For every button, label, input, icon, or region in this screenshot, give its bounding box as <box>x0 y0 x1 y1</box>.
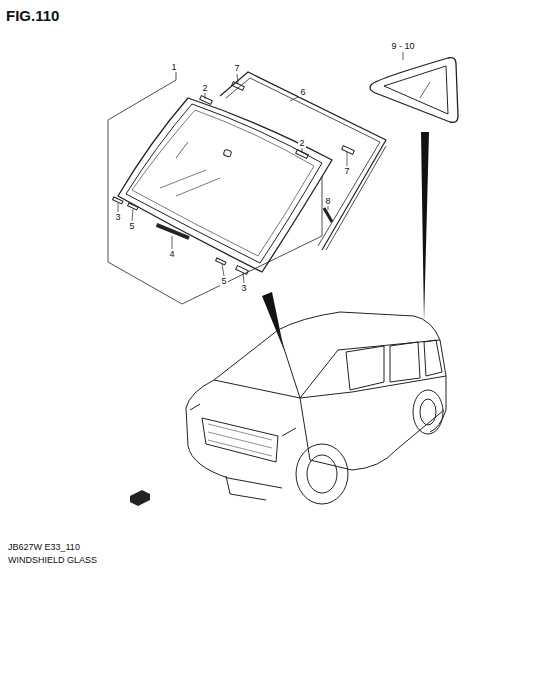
callout-number: 7 <box>343 167 350 176</box>
callout-number: 5 <box>220 277 227 286</box>
callout-number: 3 <box>240 284 247 293</box>
callout-number: 7 <box>233 64 240 73</box>
callout-number: 6 <box>299 88 306 97</box>
callout-number: 2 <box>201 84 208 93</box>
callout-number: 1 <box>170 63 177 72</box>
callout-number: 9 - 10 <box>390 42 415 51</box>
callout-number: 3 <box>114 213 121 222</box>
callout-number: 5 <box>128 222 135 231</box>
caption-text: JB627W E33_110 <box>8 543 80 552</box>
callout-number: 8 <box>324 197 331 206</box>
callout-number: 2 <box>298 139 305 148</box>
callout-number: 4 <box>168 250 175 259</box>
caption-text: WINDSHIELD GLASS <box>8 556 97 565</box>
figure-title: FIG.110 <box>6 8 59 23</box>
